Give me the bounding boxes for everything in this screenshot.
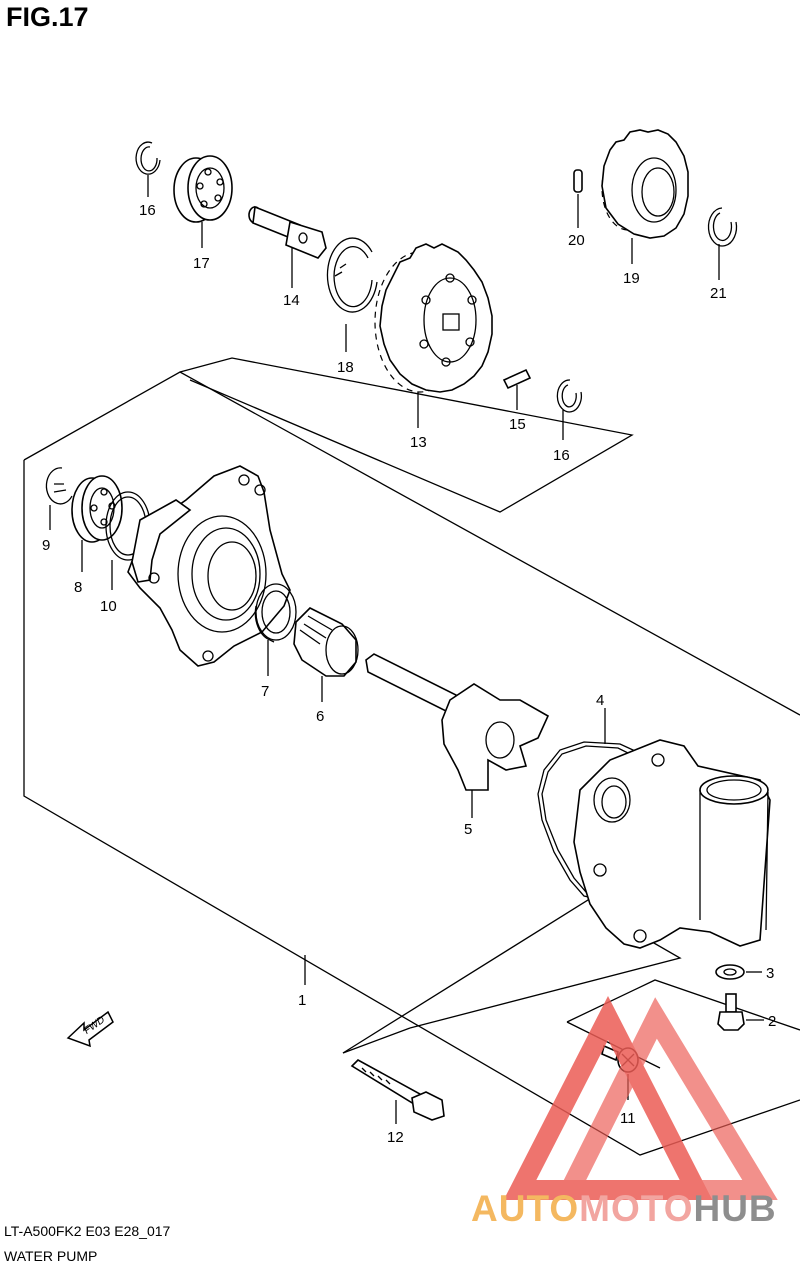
seal-part-7 (254, 583, 297, 676)
gear-part-19 (601, 129, 689, 264)
callout-11: 11 (620, 1110, 636, 1127)
upper-group-outline (179, 357, 634, 513)
callout-2: 2 (768, 1013, 776, 1030)
callout-12: 12 (387, 1129, 404, 1146)
callout-16-lower: 16 (553, 447, 570, 464)
circlip-part-18 (326, 237, 378, 352)
watermark-logo (503, 996, 778, 1200)
watermark-part-auto: AUTO (471, 1188, 580, 1229)
pin-part-20 (573, 169, 583, 228)
circlip-part-21 (707, 207, 738, 280)
bearing-part-8 (71, 475, 123, 572)
watermark-part-moto: MOTO (579, 1188, 694, 1229)
drain-bolt-part-2 (717, 993, 764, 1031)
callout-19: 19 (623, 270, 640, 287)
model-code: LT-A500FK2 E03 E28_017 (4, 1223, 171, 1239)
callout-15: 15 (509, 416, 526, 433)
pump-housing-part-1 (127, 465, 291, 667)
callout-9: 9 (42, 537, 50, 554)
callout-3: 3 (766, 965, 774, 982)
callout-4: 4 (596, 692, 604, 709)
bolt-leader-outline-3 (409, 934, 682, 1029)
bearing-part-17 (173, 155, 233, 248)
callout-14: 14 (283, 292, 300, 309)
figure-title: FIG.17 (6, 2, 89, 32)
callout-13: 13 (410, 434, 427, 451)
impeller-part-5 (365, 653, 550, 818)
watermark-text: AUTOMOTOHUB (471, 1188, 777, 1230)
callout-5: 5 (464, 821, 472, 838)
main-assembly-outline (23, 371, 800, 716)
callout-1: 1 (298, 992, 306, 1009)
callout-6: 6 (316, 708, 324, 725)
callout-7: 7 (261, 683, 269, 700)
bolt-leader-outline-2 (342, 1027, 411, 1054)
callout-8: 8 (74, 579, 82, 596)
watermark-part-hub: HUB (693, 1188, 777, 1229)
circlip-part-16 (135, 141, 161, 197)
shaft-part-14 (248, 205, 327, 288)
pump-cover (573, 739, 771, 949)
bolt-leader-outline (342, 879, 621, 1054)
callout-17: 17 (193, 255, 210, 272)
callout-18: 18 (337, 359, 354, 376)
callout-21: 21 (710, 285, 727, 302)
gear-part-13 (374, 243, 493, 428)
section-name: WATER PUMP (4, 1248, 98, 1264)
callout-16-top: 16 (139, 202, 156, 219)
e-clip-part-9 (45, 467, 73, 530)
callout-10: 10 (100, 598, 117, 615)
screw-box-outline (566, 979, 800, 1031)
circlip-part-16-lower (556, 379, 583, 440)
pin-part-15 (502, 368, 532, 410)
mechanical-seal-part-6 (293, 607, 359, 702)
washer-part-3 (715, 964, 762, 980)
callout-20: 20 (568, 232, 585, 249)
fwd-arrow-icon: FWD (66, 1010, 114, 1048)
bolt-part-12 (350, 1059, 445, 1124)
